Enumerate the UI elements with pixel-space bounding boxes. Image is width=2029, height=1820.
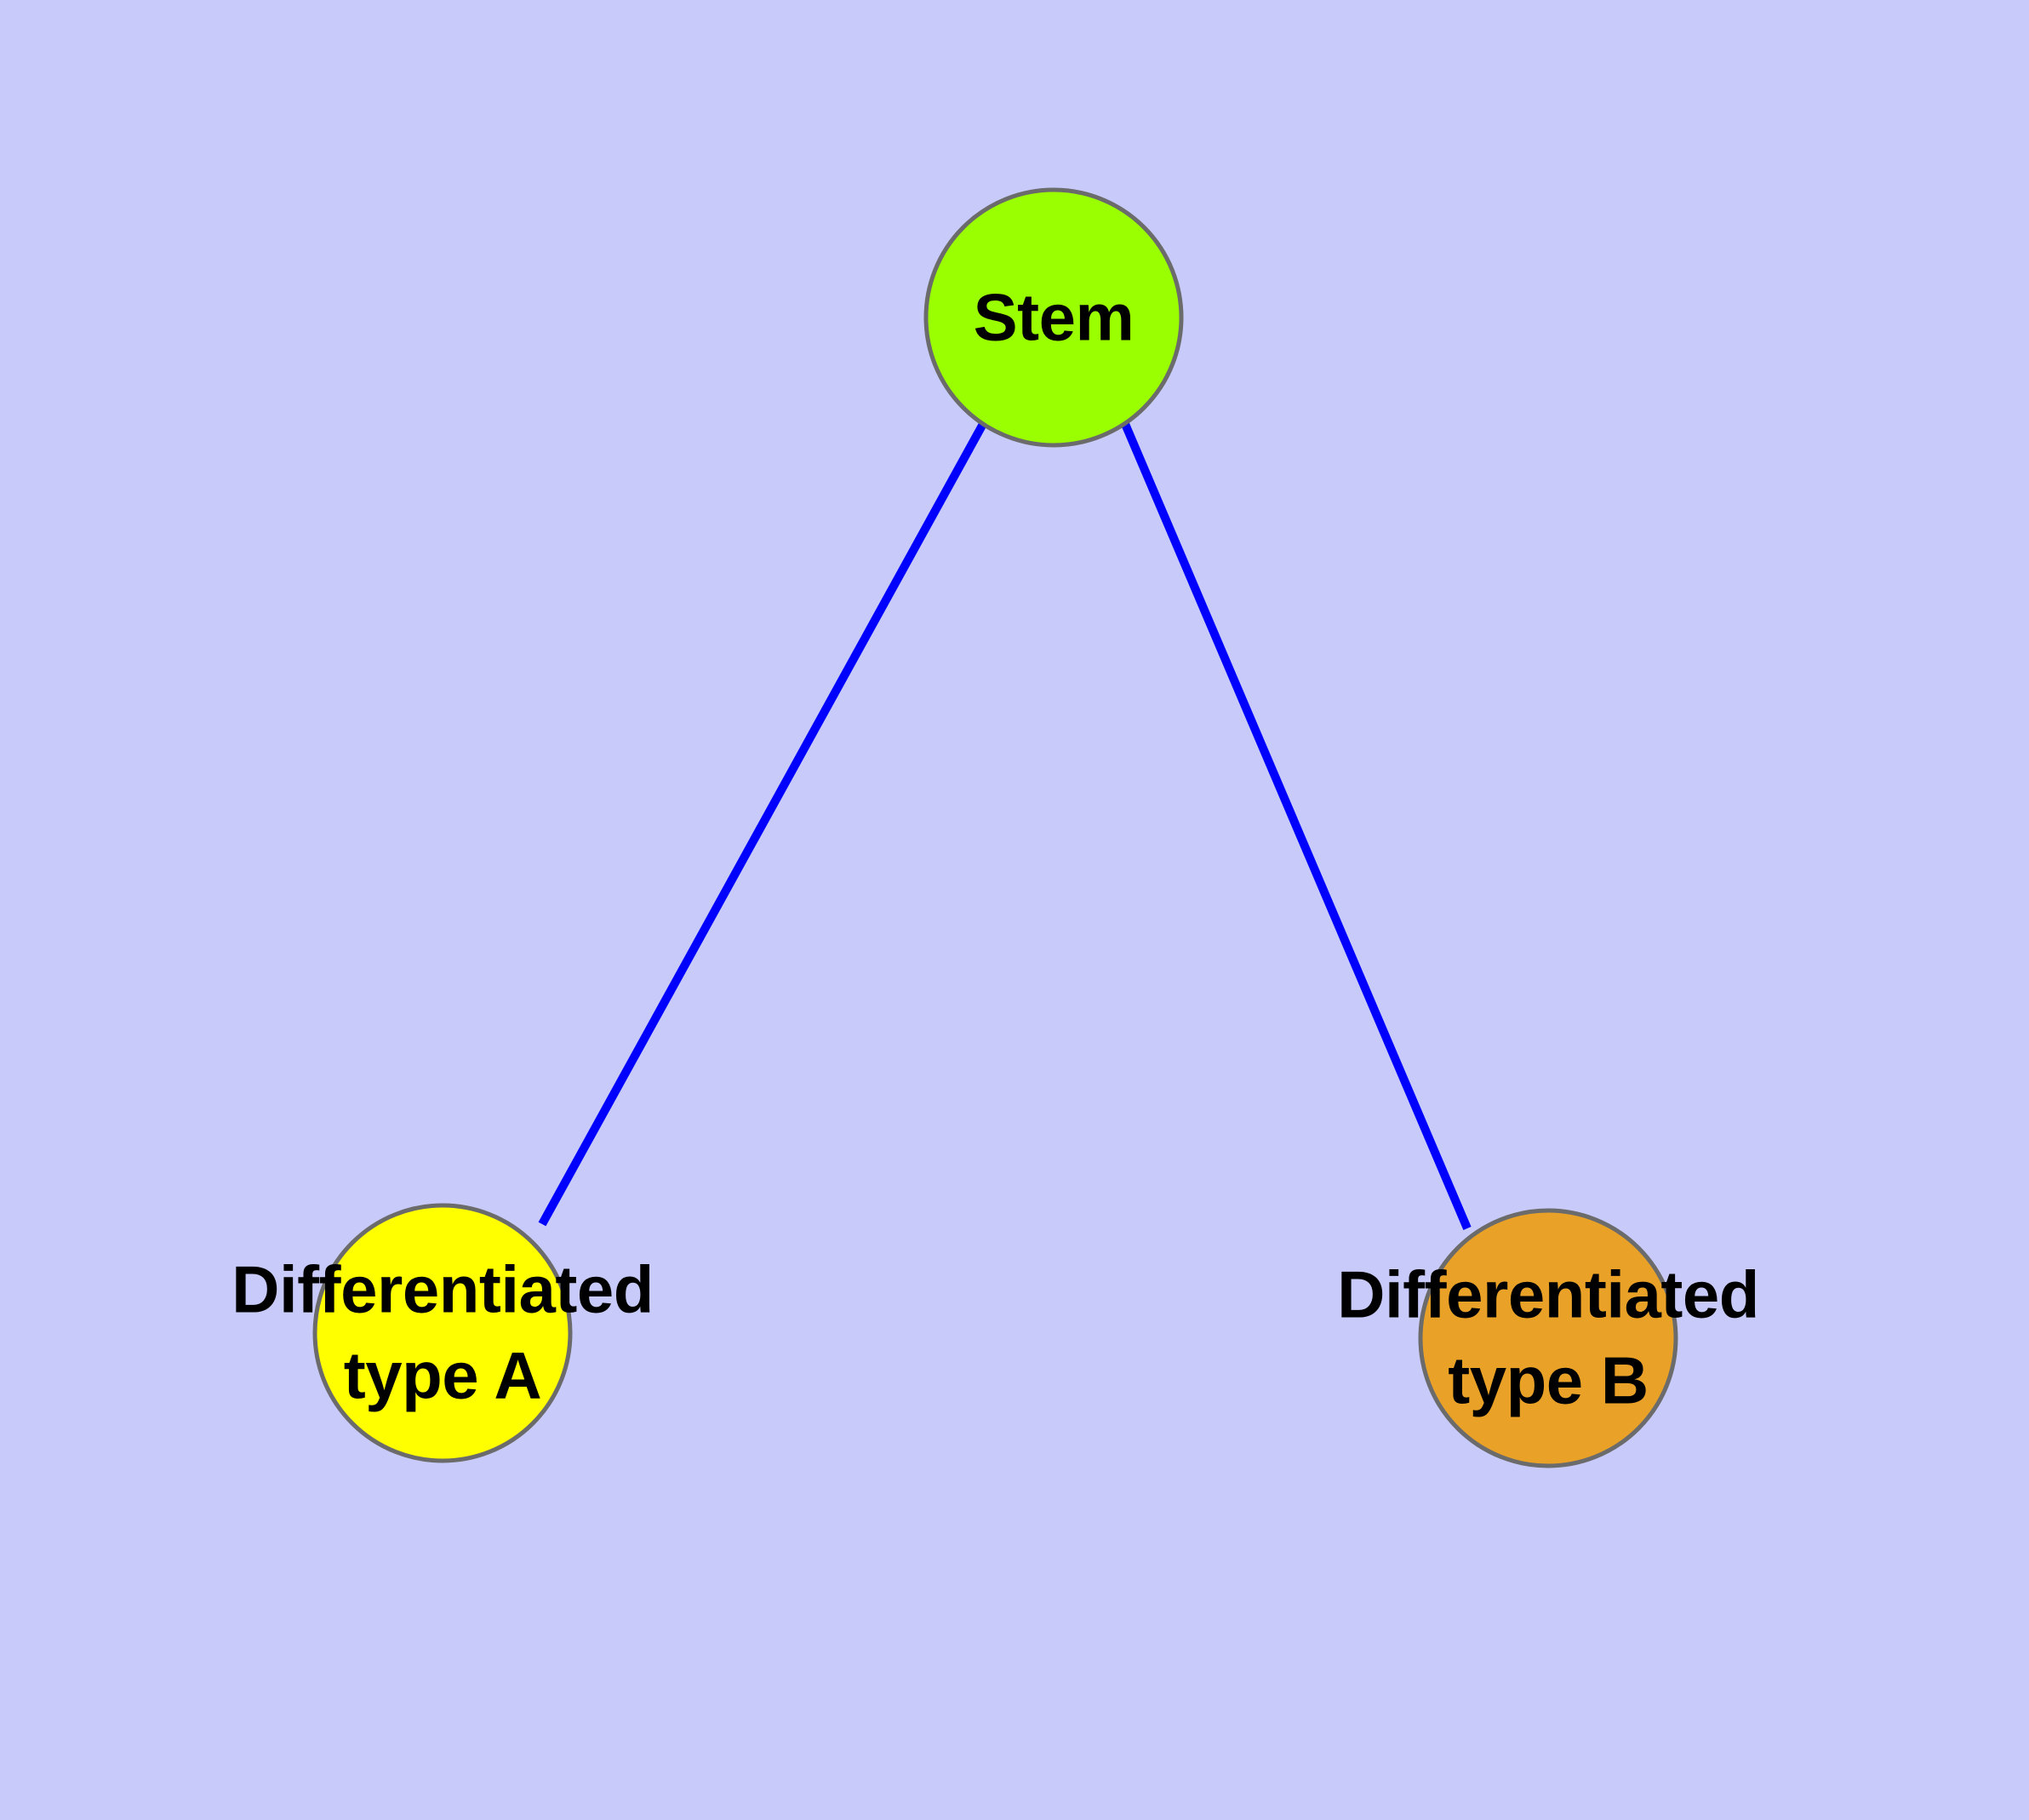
edge-stem-to-differentiated-type-b [1121,422,1472,1230]
node-stem[interactable] [923,187,1184,448]
edge-stem-to-differentiated-type-a [538,421,987,1227]
node-differentiated-type-b[interactable] [1418,1208,1678,1468]
node-group [312,187,1678,1468]
edge-group [538,421,1472,1230]
node-differentiated-type-a[interactable] [312,1203,573,1463]
